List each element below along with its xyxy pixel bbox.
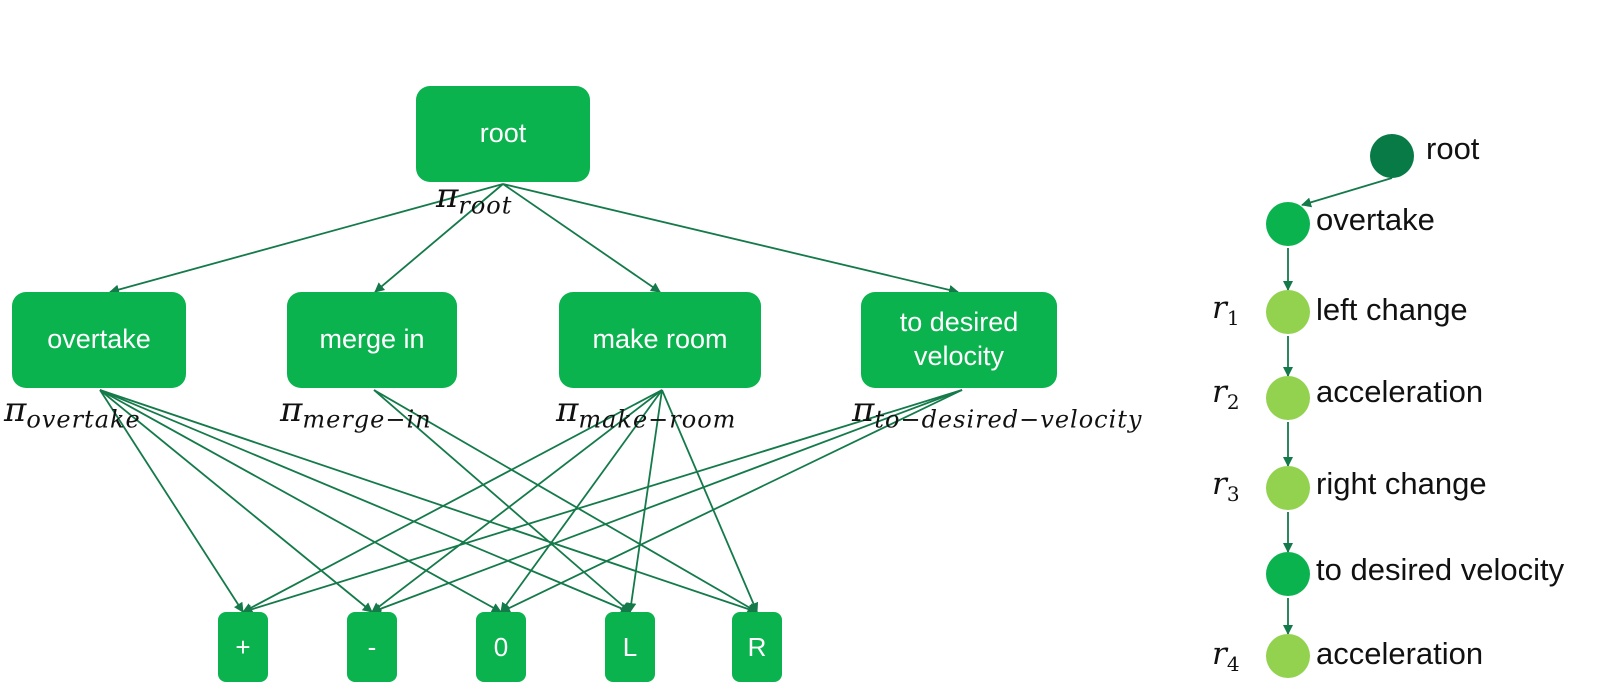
option-policy-label: πmerge−in [280, 390, 432, 434]
action-node-zero: 0 [476, 612, 526, 682]
reward-index: 3 [1226, 482, 1240, 506]
edge-root-to-option [502, 183, 959, 295]
edge-option-to-action [99, 389, 758, 614]
sequence-label: left change [1316, 292, 1468, 327]
action-node-label: - [367, 631, 377, 662]
edge-option-to-action [242, 389, 963, 615]
reward-symbol: r [1212, 374, 1227, 410]
action-node-label: R [747, 631, 767, 662]
option-node-label: to desired velocity [899, 307, 1019, 371]
option-node-merge-in: merge in [287, 292, 457, 388]
reward-symbol: r [1212, 290, 1227, 326]
policy-symbol: π [436, 176, 459, 216]
sequence-label: root [1426, 131, 1480, 166]
reward-symbol: r [1212, 466, 1227, 502]
sequence-edge [1301, 177, 1393, 208]
reward-index: 1 [1226, 306, 1240, 330]
edge-root-to-option [502, 183, 661, 293]
option-node-make-room: make room [559, 292, 761, 388]
reward-label: r3 [1212, 466, 1240, 506]
reward-label: r4 [1212, 636, 1240, 676]
edge-option-to-action [242, 389, 663, 613]
sequence-label: acceleration [1316, 636, 1484, 671]
sequence-dot-primitive [1266, 466, 1310, 510]
policy-symbol: π [4, 390, 27, 430]
edge-option-to-action [500, 389, 663, 613]
policy-symbol: π [556, 390, 579, 430]
action-node-label: L [622, 631, 638, 662]
sequence-label: acceleration [1316, 374, 1484, 409]
sequence-label: overtake [1316, 202, 1435, 237]
policy-symbol: π [852, 390, 875, 430]
edge-option-to-action [99, 389, 244, 613]
reward-index: 2 [1226, 390, 1240, 414]
action-node-minus: - [347, 612, 397, 682]
option-node-overtake: overtake [12, 292, 186, 388]
option-node-label: make room [592, 324, 728, 355]
action-node-right: R [732, 612, 782, 682]
sequence-dot-option [1266, 552, 1310, 596]
policy-subscript: to−desired−velocity [874, 405, 1143, 434]
action-node-label: 0 [493, 631, 509, 662]
sequence-dot-root [1370, 134, 1414, 178]
edge-option-to-action [99, 389, 631, 614]
sequence-label: to desired velocity [1316, 552, 1565, 587]
sequence-dot-primitive [1266, 634, 1310, 678]
sequence-label: right change [1316, 466, 1487, 501]
edge-option-to-action [661, 389, 759, 613]
option-node-label: merge in [319, 324, 425, 355]
root-node: root [416, 86, 590, 182]
option-policy-label: πto−desired−velocity [852, 390, 1142, 434]
edge-option-to-action [373, 389, 758, 613]
edge-option-to-action [371, 389, 663, 613]
sequence-dot-option [1266, 202, 1310, 246]
edge-option-to-action [371, 389, 963, 614]
edge-option-to-action [626, 389, 663, 613]
edge-root-to-option [374, 183, 504, 293]
policy-symbol: π [280, 390, 303, 430]
policy-subscript: make−room [578, 405, 737, 434]
action-node-plus: + [218, 612, 268, 682]
policy-subscript: merge−in [302, 405, 432, 434]
sequence-dot-primitive [1266, 376, 1310, 420]
edge-root-to-option [109, 183, 504, 295]
reward-label: r1 [1212, 290, 1240, 330]
edge-option-to-action [99, 389, 502, 613]
option-node-to-desired-velocity: to desired velocity [861, 292, 1057, 388]
root-policy-label: πroot [436, 176, 512, 220]
policy-subscript: overtake [26, 405, 141, 434]
edge-option-to-action [500, 389, 963, 613]
reward-index: 4 [1226, 652, 1240, 676]
sequence-dot-primitive [1266, 290, 1310, 334]
action-node-left: L [605, 612, 655, 682]
reward-symbol: r [1212, 636, 1227, 672]
policy-subscript: root [458, 191, 513, 220]
edge-option-to-action [99, 389, 373, 613]
action-node-label: + [235, 631, 251, 662]
reward-label: r2 [1212, 374, 1240, 414]
edge-option-to-action [373, 389, 631, 613]
option-policy-label: πmake−room [556, 390, 736, 434]
root-node-label: root [479, 118, 527, 149]
option-node-label: overtake [47, 324, 151, 355]
option-policy-label: πovertake [4, 390, 141, 434]
